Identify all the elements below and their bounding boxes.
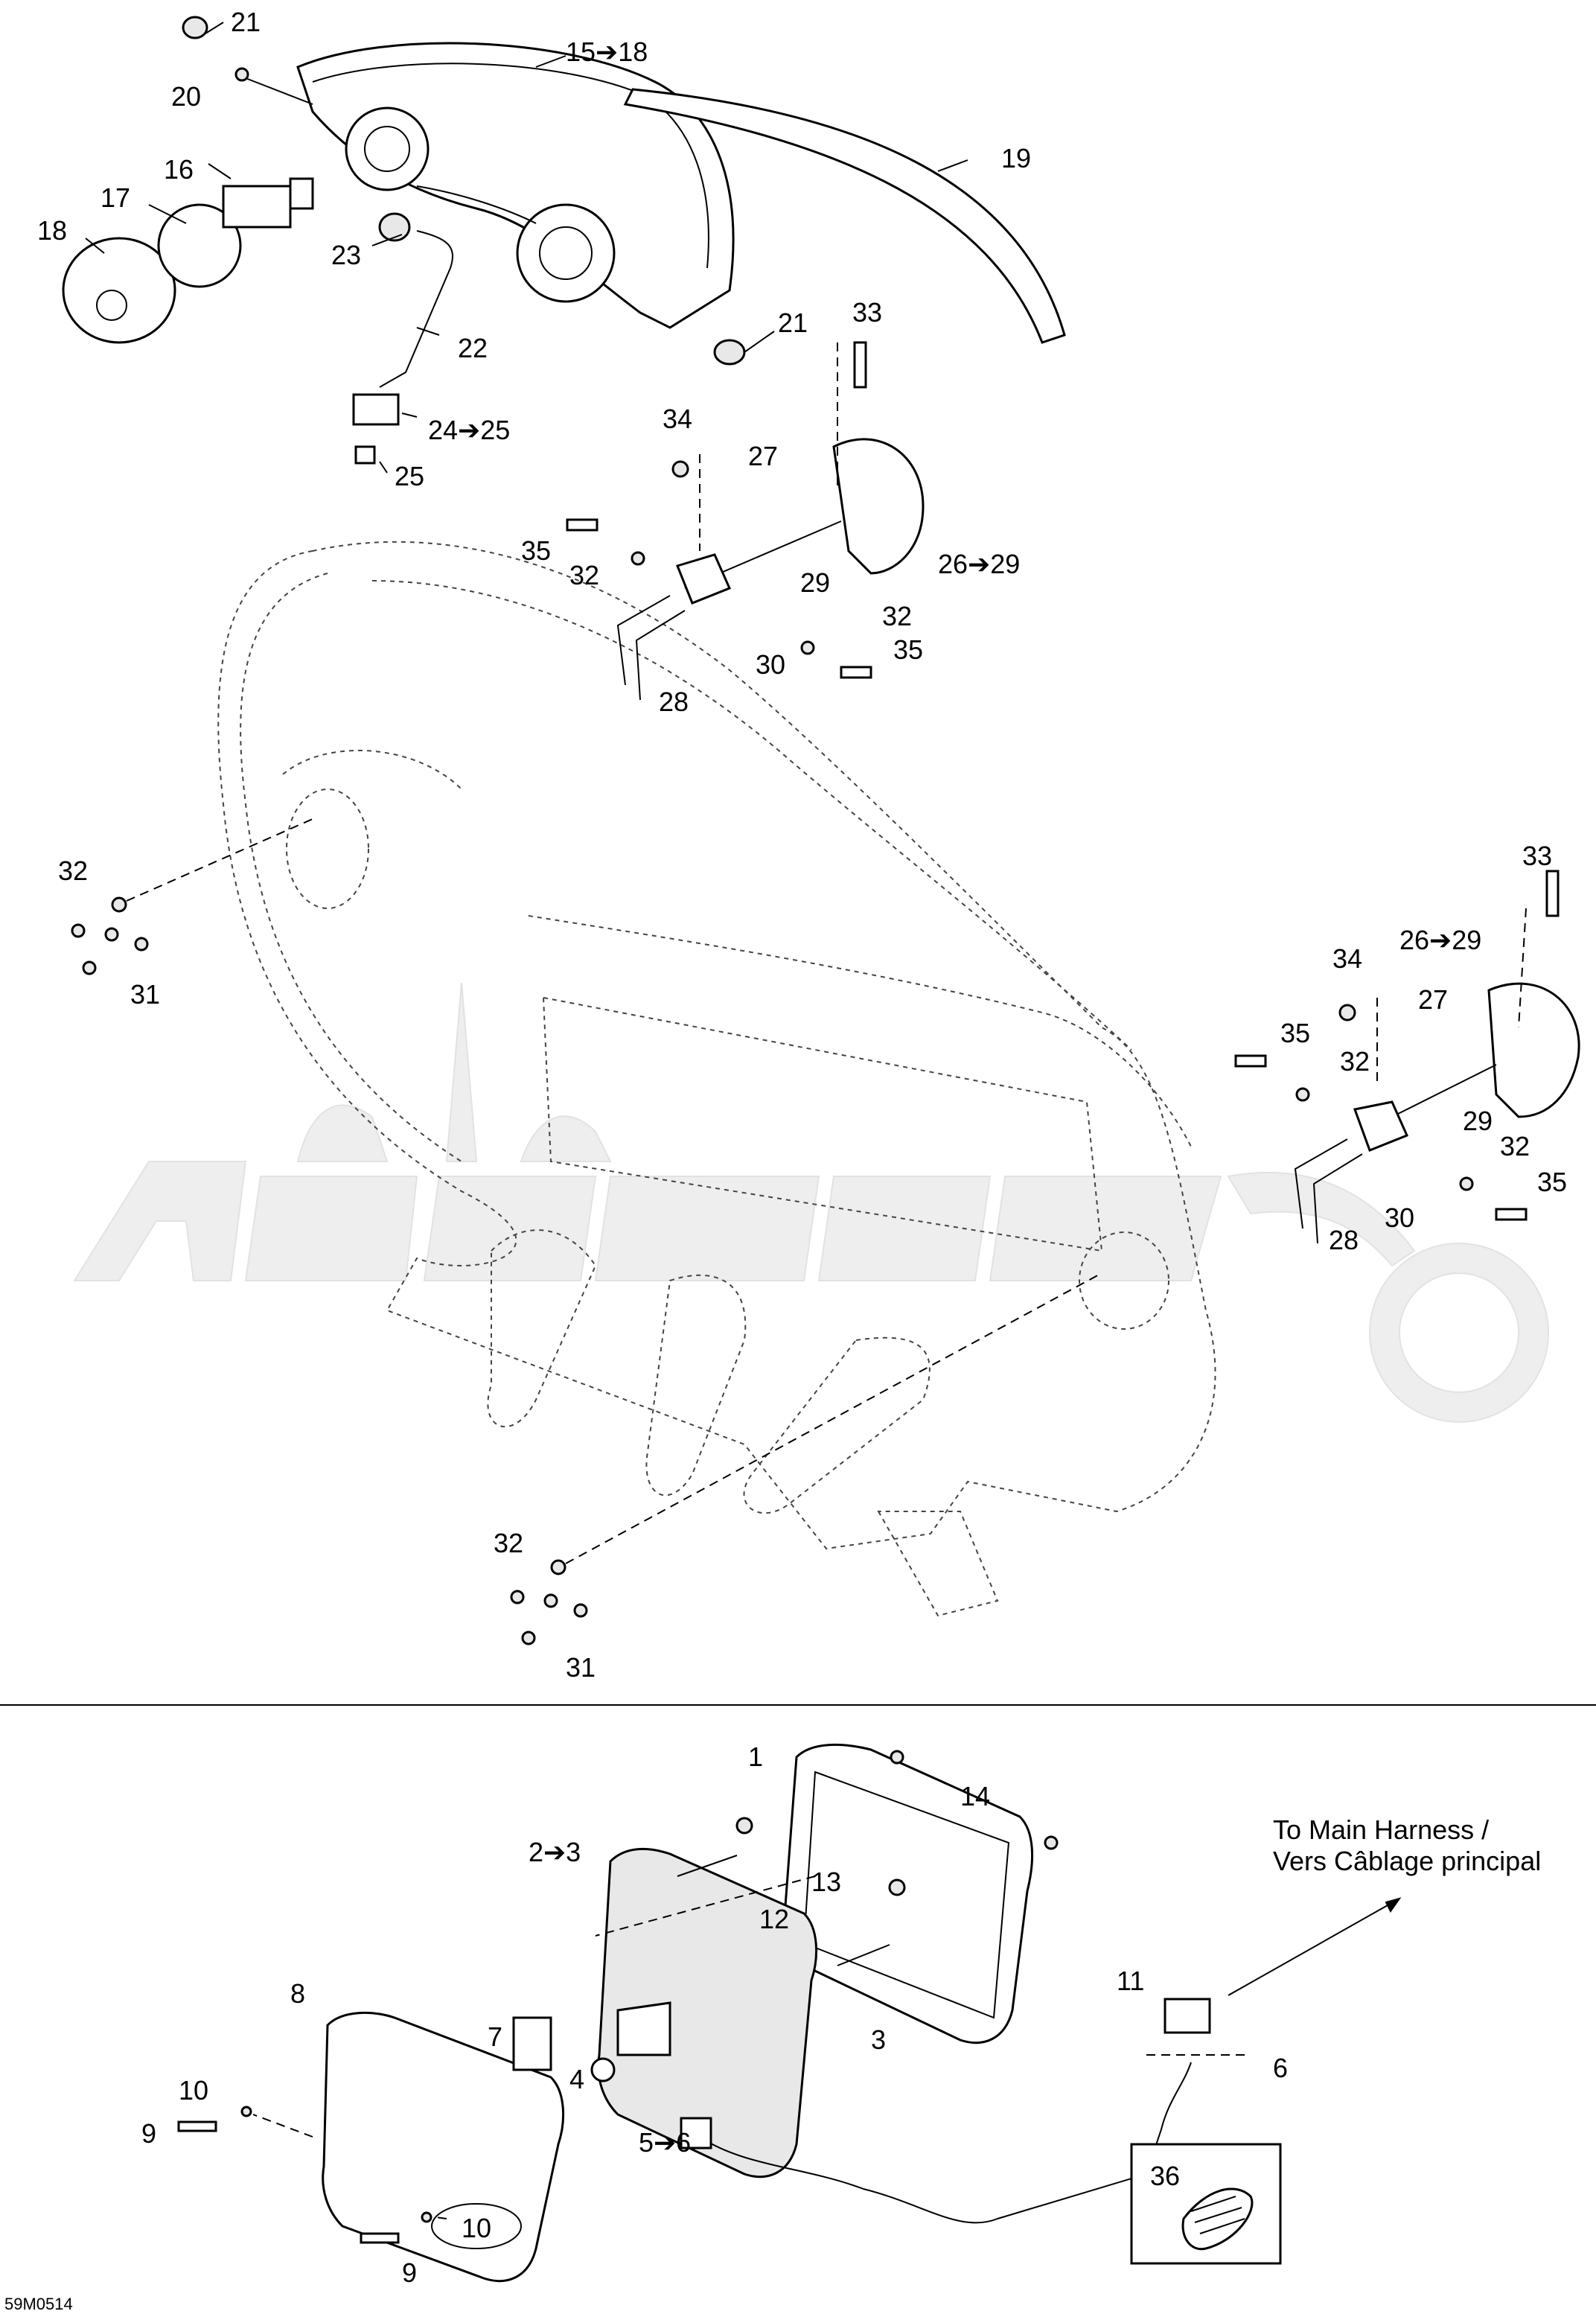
part-label: 16 <box>164 154 194 185</box>
part-label: 13 <box>811 1867 841 1897</box>
part-label: 21 <box>231 7 261 37</box>
part-label: 31 <box>130 979 160 1010</box>
part-label: 15➔18 <box>566 36 648 67</box>
tail-light-group <box>177 1744 1251 2283</box>
part-label: 32 <box>58 855 88 886</box>
part-label: 7 <box>488 2021 502 2052</box>
part-label: 5➔6 <box>639 2127 691 2158</box>
part-label: 25 <box>395 461 424 491</box>
part-label: 19 <box>1001 143 1031 173</box>
part-label: 26➔29 <box>1399 925 1481 955</box>
part-label: 10 <box>462 2213 491 2243</box>
part-label: 11 <box>1117 1966 1144 1996</box>
part-label: 9 <box>141 2118 156 2149</box>
part-label: 33 <box>1522 841 1552 871</box>
part-label: 30 <box>1385 1202 1414 1233</box>
part-label: 28 <box>1329 1225 1359 1255</box>
part-label: 8 <box>290 1978 305 2009</box>
part-label: 32 <box>1500 1131 1530 1161</box>
part-label: 31 <box>566 1652 596 1683</box>
part-label: 34 <box>663 404 692 434</box>
part-label: 18 <box>37 215 67 246</box>
part-label: 10 <box>179 2075 208 2106</box>
part-label: 29 <box>1463 1106 1493 1136</box>
watermark-logo <box>73 982 1549 1423</box>
bulb-socket-group <box>62 16 746 465</box>
part-label: 35 <box>893 634 923 665</box>
reflector-trim <box>623 88 1066 344</box>
part-label: 9 <box>402 2257 417 2288</box>
part-label: 35 <box>521 535 551 566</box>
part-label: 14 <box>960 1781 990 1811</box>
headlight-housing <box>296 42 735 329</box>
part-label: 2➔3 <box>529 1837 581 1867</box>
watermark <box>73 982 1549 1423</box>
part-label: 32 <box>569 560 599 590</box>
part-label: 32 <box>1340 1046 1370 1077</box>
front-body-outline <box>217 541 1216 1617</box>
hardware-group <box>71 341 1560 1645</box>
part-label: 21 <box>778 307 808 338</box>
part-label: 6 <box>1273 2053 1288 2083</box>
part-label: 33 <box>852 297 882 328</box>
spring-inset-box <box>1130 2143 1282 2265</box>
part-label: 27 <box>1418 984 1448 1015</box>
part-label: 32 <box>494 1528 523 1558</box>
part-label: 28 <box>659 686 689 717</box>
part-label: 36 <box>1150 2161 1180 2191</box>
part-label: 35 <box>1280 1018 1310 1048</box>
part-label: 1 <box>748 1741 763 1772</box>
arrow-right-icon <box>1228 1897 1402 1996</box>
fog-light-upper <box>616 438 925 701</box>
harness-note-line2: Vers Câblage principal <box>1273 1846 1541 1876</box>
part-label: 29 <box>800 567 830 598</box>
part-labels: 21 20 15➔18 19 16 17 18 23 22 24➔25 25 2… <box>37 7 1567 2288</box>
part-label: 17 <box>100 182 130 213</box>
part-label: 27 <box>748 441 778 471</box>
part-label: 23 <box>331 240 361 270</box>
part-label: 26➔29 <box>938 549 1020 579</box>
part-label: 34 <box>1332 943 1362 974</box>
diagram-code: 59M0514 <box>4 2295 73 2313</box>
part-label: 32 <box>882 601 912 631</box>
part-label: 12 <box>759 1904 789 1934</box>
leader-lines-top <box>85 22 968 474</box>
part-label: 3 <box>871 2024 886 2055</box>
part-label: 30 <box>756 649 785 680</box>
fog-light-lower <box>1294 982 1580 1244</box>
part-label: 24➔25 <box>428 415 510 445</box>
part-label: 35 <box>1537 1167 1567 1197</box>
part-label: 20 <box>171 81 201 112</box>
part-label: 22 <box>458 333 488 363</box>
harness-note-line1: To Main Harness / <box>1273 1814 1489 1845</box>
part-label: 4 <box>569 2064 584 2094</box>
